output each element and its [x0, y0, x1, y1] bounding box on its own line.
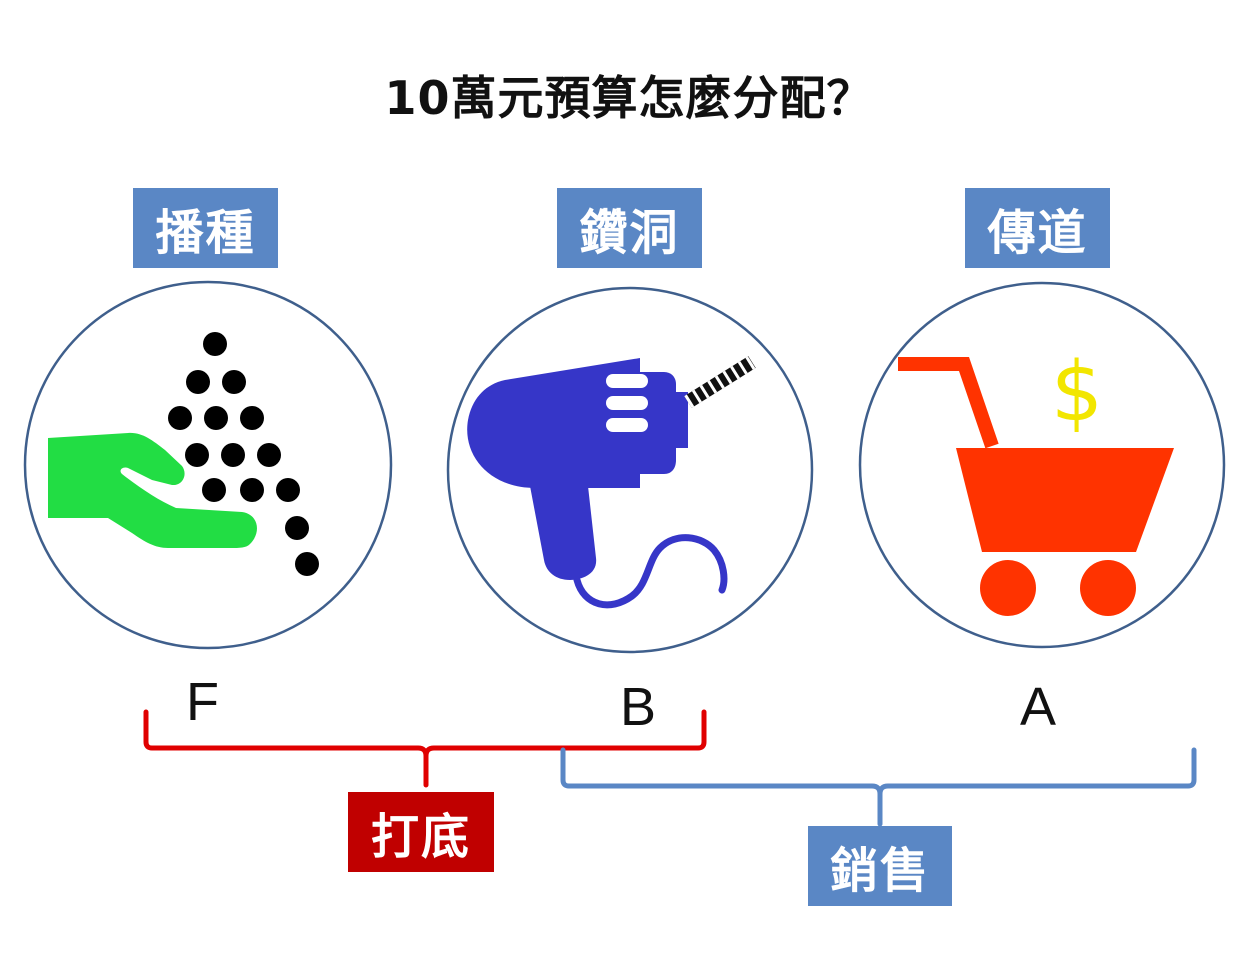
power-drill-icon	[467, 356, 756, 609]
sales-brace	[560, 747, 1197, 827]
stage-label-preaching: 傳道	[965, 188, 1110, 268]
group-label-foundation: 打底	[348, 792, 494, 872]
svg-text:$: $	[1051, 345, 1103, 440]
stage-letter-a: A	[1020, 677, 1057, 737]
page-title: 10萬元預算怎麼分配？	[384, 71, 874, 125]
stage-label-drilling: 鑽洞	[557, 188, 702, 268]
foundation-brace	[143, 709, 707, 788]
stage-letter-f: F	[186, 672, 219, 732]
group-label-sales: 銷售	[808, 826, 952, 906]
shopping-cart-dollar-icon: $	[898, 345, 1174, 616]
seed-sowing-hand-icon	[48, 332, 319, 576]
stage-label-sowing: 播種	[133, 188, 278, 268]
stage-letter-b: B	[620, 677, 657, 737]
